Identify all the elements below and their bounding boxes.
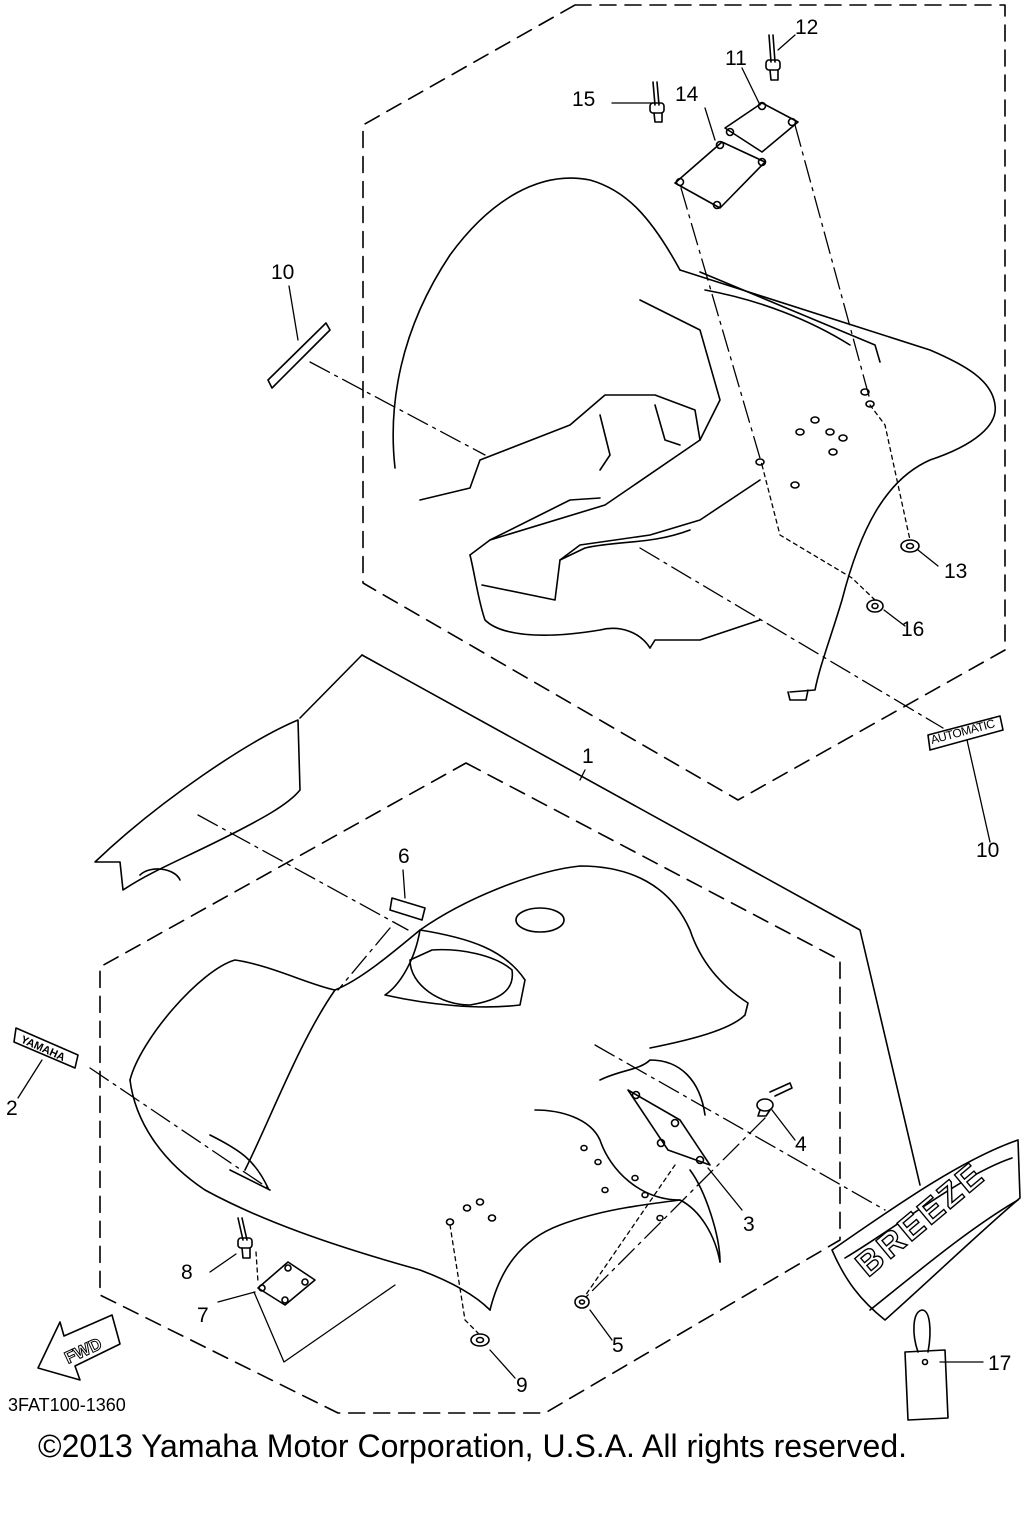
rivet-4	[756, 1082, 793, 1117]
assembly-lines	[89, 124, 944, 1299]
callout-7: 7	[197, 1304, 209, 1327]
callout-14: 14	[675, 83, 699, 106]
washer-13	[900, 539, 920, 553]
rear-fender	[392, 177, 996, 701]
yamaha-decal-text: YAMAHA	[19, 1034, 67, 1064]
callout-8: 8	[181, 1261, 193, 1284]
kit-outline	[361, 654, 921, 1186]
yamaha-decal-frame	[13, 1027, 79, 1069]
callout-2: 2	[6, 1097, 18, 1120]
decal-10-left	[267, 322, 331, 389]
breeze-decal	[831, 1139, 1021, 1321]
automatic-decal-frame	[927, 715, 1004, 751]
fwd-arrow-outline	[37, 1314, 121, 1381]
hidden-lines	[255, 404, 911, 1334]
callout-16: 16	[901, 618, 925, 641]
rivet-12	[765, 34, 781, 81]
tag-17	[904, 1309, 949, 1421]
callout-4: 4	[795, 1133, 807, 1156]
callout-1: 1	[582, 745, 594, 768]
breeze-decal-text: BREEZE	[849, 1155, 993, 1284]
callout-10-left: 10	[271, 261, 295, 284]
leader-lines	[17, 34, 991, 1379]
callout-13: 13	[944, 560, 968, 583]
washer-5	[574, 1295, 590, 1309]
callout-12: 12	[795, 16, 819, 39]
copyright-notice: ©2013 Yamaha Motor Corporation, U.S.A. A…	[38, 1428, 908, 1464]
rear-fender-holes	[755, 388, 875, 489]
side-panel	[94, 654, 363, 891]
front-group-outline	[99, 762, 841, 1414]
rear-group-outline	[362, 4, 1006, 801]
washer-16	[866, 599, 884, 613]
callout-3: 3	[743, 1213, 755, 1236]
automatic-decal-text: AUTOMATIC	[929, 716, 997, 747]
callout-6: 6	[398, 845, 410, 868]
diagram-code: 3FAT100-1360	[8, 1395, 126, 1415]
washer-9	[470, 1333, 490, 1347]
front-fender-holes	[445, 1144, 664, 1226]
rivet-8	[237, 1217, 253, 1259]
front-fender	[129, 865, 749, 1311]
callout-10-right: 10	[976, 839, 1000, 862]
front-plate-3	[627, 1089, 711, 1166]
callout-15: 15	[572, 88, 596, 111]
rivet-15	[649, 81, 665, 123]
front-plate-7	[257, 1261, 316, 1306]
callout-11: 11	[725, 47, 747, 70]
callout-17: 17	[988, 1352, 1012, 1375]
rear-plates	[674, 101, 799, 210]
callout-9: 9	[516, 1374, 528, 1397]
decal-6	[389, 897, 426, 921]
callout-5: 5	[612, 1334, 624, 1357]
